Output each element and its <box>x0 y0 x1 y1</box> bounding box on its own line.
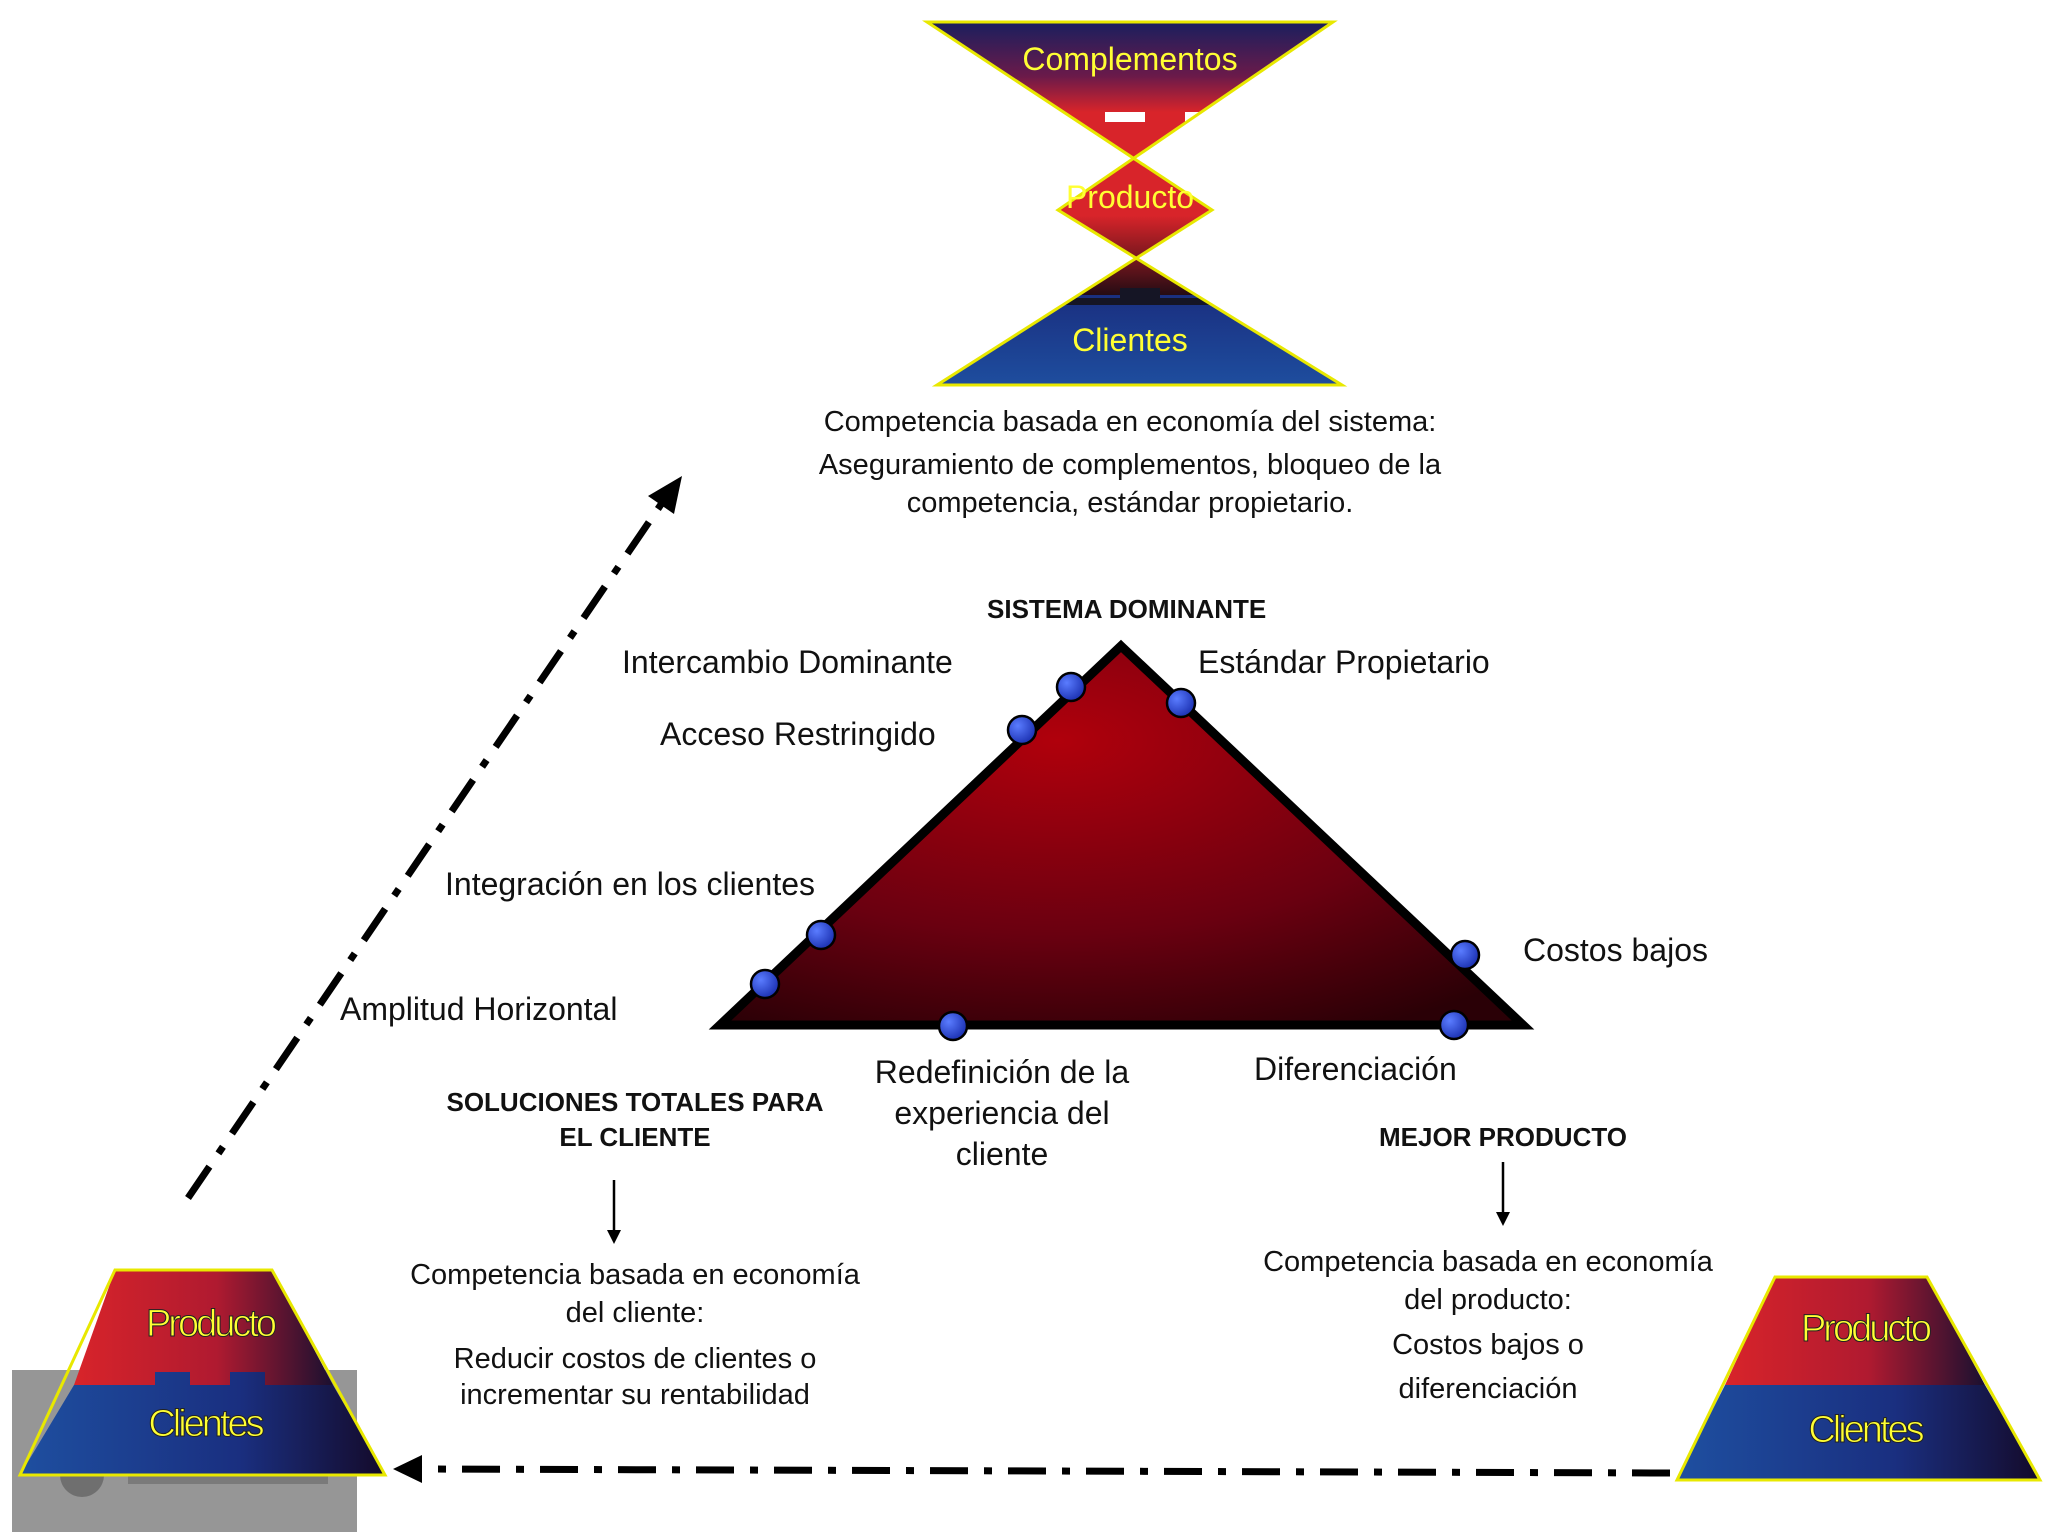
left-shape-clientes: Clientes <box>148 1403 265 1446</box>
system-text-line3: competencia, estándar propietario. <box>906 487 1354 519</box>
right-block-line2: del producto: <box>1404 1284 1572 1316</box>
triangle-dots <box>749 671 1481 1042</box>
dot-integracion <box>805 919 837 951</box>
label-redefinicion-3: cliente <box>955 1136 1049 1172</box>
left-trapezoid <box>17 1268 388 1477</box>
label-diferenciacion: Diferenciación <box>1254 1051 1457 1087</box>
label-producto-top: Producto <box>1065 179 1195 215</box>
left-block-line3: Reducir costos de clientes o <box>453 1343 817 1375</box>
label-estandar-propietario: Estándar Propietario <box>1198 644 1490 680</box>
dot-estandar <box>1165 687 1197 719</box>
left-block-title-2: EL CLIENTE <box>559 1122 711 1152</box>
dot-amplitud <box>749 968 781 1000</box>
right-shape-producto: Producto <box>1800 1308 1932 1351</box>
left-block-title-1: SOLUCIONES TOTALES PARA <box>446 1087 824 1117</box>
right-trapezoid <box>1674 1275 2043 1482</box>
right-block-line3: Costos bajos o <box>1392 1329 1584 1361</box>
arrow-down-right <box>1496 1162 1510 1226</box>
right-block-line1: Competencia basada en economía <box>1263 1246 1713 1278</box>
arrow-left-to-top <box>185 476 682 1200</box>
label-sistema-dominante: SISTEMA DOMINANTE <box>987 594 1267 624</box>
right-shape-clientes: Clientes <box>1808 1409 1925 1452</box>
label-complementos: Complementos <box>1022 41 1238 77</box>
label-redefinicion-1: Redefinición de la <box>874 1054 1130 1090</box>
label-integracion: Integración en los clientes <box>445 866 815 902</box>
left-block-line4: incrementar su rentabilidad <box>460 1379 810 1411</box>
label-redefinicion-2: experiencia del <box>894 1095 1110 1131</box>
dot-diferenciacion <box>1438 1009 1470 1041</box>
dot-redefinicion <box>937 1010 969 1042</box>
right-block-line4: diferenciación <box>1398 1373 1578 1405</box>
left-block-line1: Competencia basada en economía <box>410 1259 860 1291</box>
label-acceso-restringido: Acceso Restringido <box>660 716 936 752</box>
label-costos-bajos: Costos bajos <box>1523 932 1708 968</box>
system-text-line1: Competencia basada en economía del siste… <box>823 406 1437 438</box>
arrow-right-to-left <box>393 1455 1671 1483</box>
left-shape-producto: Producto <box>145 1303 277 1346</box>
label-intercambio-dominante: Intercambio Dominante <box>622 644 953 680</box>
system-text-line2: Aseguramiento de complementos, bloqueo d… <box>818 449 1442 481</box>
strategy-triangle <box>708 639 1535 1030</box>
right-block-title: MEJOR PRODUCTO <box>1379 1122 1627 1152</box>
dot-acceso <box>1006 714 1038 746</box>
label-clientes-top: Clientes <box>1072 322 1188 358</box>
dot-costos <box>1449 939 1481 971</box>
arrow-down-left <box>607 1180 621 1244</box>
label-amplitud: Amplitud Horizontal <box>340 991 618 1027</box>
dot-intercambio <box>1055 671 1087 703</box>
left-block-line2: del cliente: <box>565 1297 705 1329</box>
